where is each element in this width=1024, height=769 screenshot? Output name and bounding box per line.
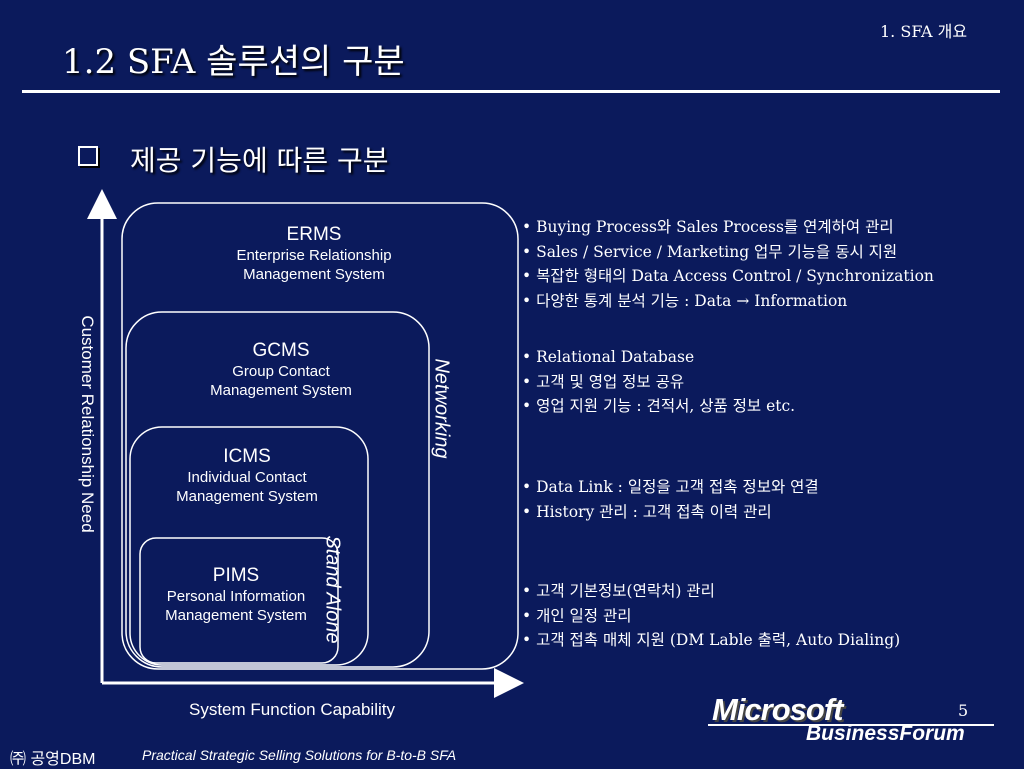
gcms-desc-line1: Group Contact — [232, 363, 330, 380]
business-forum-logo: BusinessForum — [806, 722, 965, 745]
pims-boundary — [139, 537, 339, 664]
icms-feature: • History 관리 : 고객 접촉 이력 관리 — [522, 502, 772, 521]
pims-feature: • 고객 접촉 매체 지원 (DM Lable 출력, Auto Dialing… — [522, 631, 901, 649]
pims-features: • 고객 기본정보(연락처) 관리 • 개인 일정 관리 • 고객 접촉 매체 … — [522, 579, 900, 653]
icms-feature: • Data Link : 일정을 고객 접촉 정보와 연결 — [522, 478, 819, 496]
checkbox-bullet-icon — [78, 146, 98, 166]
erms-feature: • Buying Process와 Sales Process를 연계하여 관리 — [522, 218, 894, 236]
icms-boundary — [129, 426, 369, 666]
icms-label: ICMS Individual Contact Management Syste… — [137, 446, 357, 506]
erms-features: • Buying Process와 Sales Process를 연계하여 관리… — [522, 215, 934, 313]
gcms-feature: • Relational Database — [522, 348, 695, 366]
erms-feature: • 다양한 통계 분석 기능 : Data → Information — [522, 291, 848, 310]
pims-name: PIMS — [212, 565, 260, 586]
page-number: 5 — [958, 701, 969, 720]
pims-feature: • 고객 기본정보(연락처) 관리 — [522, 582, 715, 600]
pims-desc-line2: Management System — [165, 607, 307, 624]
section-subtitle: 제공 기능에 따른 구분 — [130, 144, 389, 177]
microsoft-logo: Microsoft — [712, 692, 843, 727]
gcms-desc-line2: Management System — [210, 382, 352, 399]
gcms-features: • Relational Database • 고객 및 영업 정보 공유 • … — [522, 345, 795, 419]
erms-label: ERMS Enterprise Relationship Management … — [204, 224, 424, 284]
icms-desc-line1: Individual Contact — [187, 469, 307, 486]
icms-desc-line2: Management System — [176, 488, 318, 505]
erms-desc-line2: Management System — [243, 266, 385, 283]
erms-name: ERMS — [286, 224, 342, 245]
gcms-name: GCMS — [252, 340, 310, 361]
gcms-boundary — [125, 311, 430, 668]
section-label: 1. SFA 개요 — [880, 22, 968, 41]
erms-boundary — [121, 202, 519, 670]
gcms-label: GCMS Group Contact Management System — [171, 340, 391, 400]
footer-divider — [708, 724, 994, 726]
erms-feature: • 복잡한 형태의 Data Access Control / Synchron… — [522, 267, 934, 285]
pims-label: PIMS Personal Information Management Sys… — [126, 565, 346, 625]
footer-tagline: Practical Strategic Selling Solutions fo… — [142, 747, 457, 763]
pims-feature: • 개인 일정 관리 — [522, 606, 632, 625]
erms-feature: • Sales / Service / Marketing 업무 기능을 동시 … — [522, 242, 898, 261]
erms-desc-line1: Enterprise Relationship — [236, 247, 392, 264]
pims-desc-line1: Personal Information — [166, 588, 306, 605]
gcms-feature: • 영업 지원 기능 : 견적서, 상품 정보 etc. — [522, 397, 796, 415]
company-name: ㈜ 공영DBM — [10, 751, 96, 768]
icms-name: ICMS — [223, 446, 271, 467]
gcms-feature: • 고객 및 영업 정보 공유 — [522, 372, 685, 391]
x-axis-label: System Function Capability — [189, 700, 395, 719]
title-divider — [22, 90, 1000, 93]
icms-features: • Data Link : 일정을 고객 접촉 정보와 연결 • History… — [522, 475, 819, 524]
y-axis-label: Customer Relationship Need — [78, 315, 97, 533]
page-title: 1.2 SFA 솔루션의 구분 — [62, 42, 405, 82]
networking-label: Networking — [430, 358, 453, 459]
